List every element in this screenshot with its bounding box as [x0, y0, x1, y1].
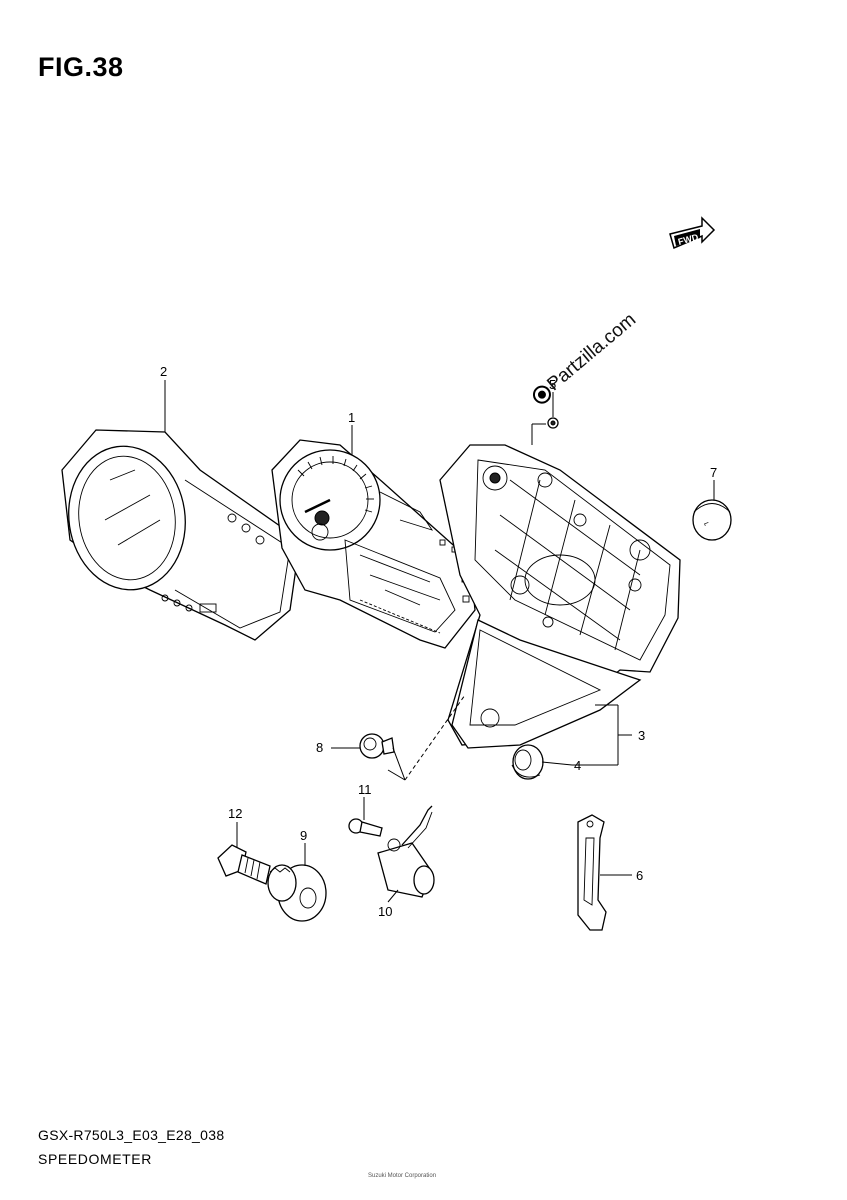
part-1-meter-assembly	[271, 439, 476, 649]
callout-5: 5	[549, 377, 556, 392]
callout-1: 1	[348, 410, 355, 425]
callout-11: 11	[358, 782, 372, 797]
callout-8: 8	[316, 740, 323, 755]
part-5-nut	[547, 417, 559, 429]
callout-10: 10	[378, 904, 392, 919]
callout-7: 7	[710, 465, 717, 480]
diagram-code: GSX-R750L3_E03_E28_038	[38, 1127, 225, 1143]
diagram-caption: SPEEDOMETER	[38, 1151, 152, 1167]
part-3-meter-case	[439, 444, 681, 749]
part-10-speed-sensor	[377, 805, 435, 898]
part-8-screw	[359, 733, 395, 759]
callout-2: 2	[160, 364, 167, 379]
part-2-meter-cover	[61, 429, 301, 641]
part-12-bolt	[217, 844, 271, 885]
forward-arrow-icon: FWD	[669, 216, 716, 250]
callout-12: 12	[228, 806, 242, 821]
callout-9: 9	[300, 828, 307, 843]
svg-text:⌐: ⌐	[702, 518, 710, 529]
callout-6: 6	[636, 868, 643, 883]
callout-3: 3	[638, 728, 645, 743]
part-7-cap: ⌐	[692, 499, 732, 541]
part-4-grommet	[511, 744, 544, 780]
callout-4: 4	[574, 758, 581, 773]
leader-lines	[164, 380, 715, 903]
part-6-band	[577, 814, 607, 931]
figure-title: FIG.38	[38, 52, 124, 82]
footer-note: Suzuki Motor Corporation	[368, 1173, 437, 1179]
part-11-bolt	[348, 818, 383, 837]
part-9-sensor-rotor	[267, 864, 327, 922]
